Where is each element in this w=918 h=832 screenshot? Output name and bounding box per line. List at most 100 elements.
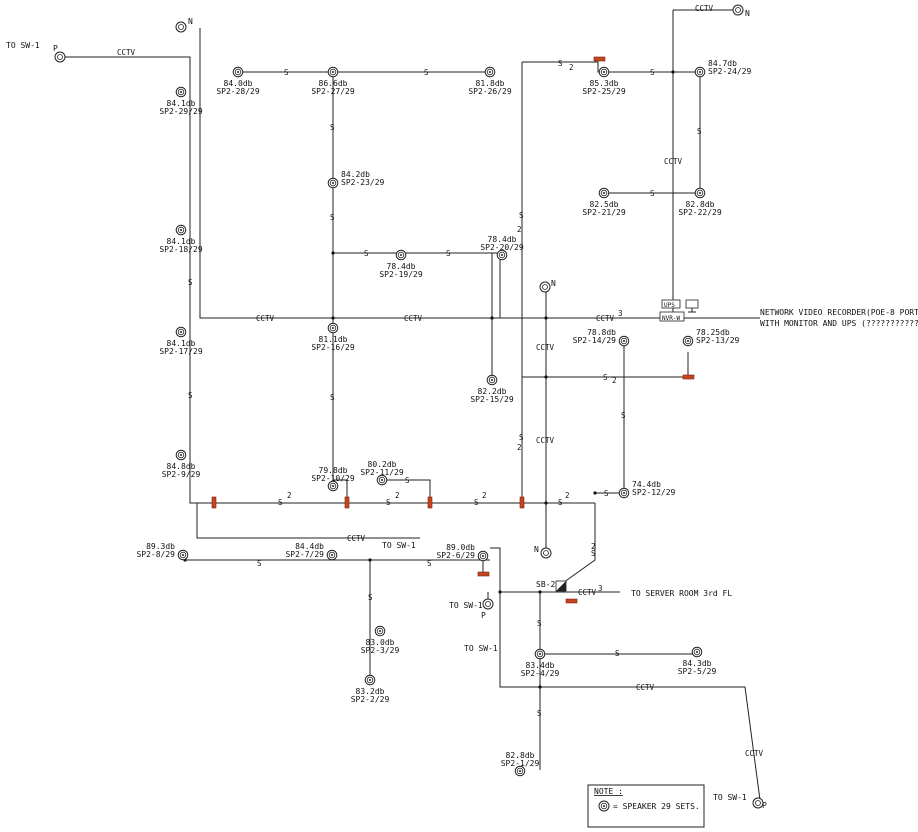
s-tag: S [474, 498, 479, 507]
speaker-db-label: 82.2db [478, 387, 507, 396]
sb2-box: SB-2 [536, 580, 567, 592]
speaker-db-label: 84.3db [683, 659, 712, 668]
speaker-db-label: 84.1db [167, 237, 196, 246]
camera-n-center: N [539, 279, 556, 293]
junction-box [682, 374, 695, 380]
speaker-db-label: 89.0db [446, 543, 475, 552]
speaker-db-label: 84.2db [341, 170, 370, 179]
note-text: = SPEAKER 29 SETS. [613, 802, 700, 811]
speaker-db-label: 74.4db [632, 480, 661, 489]
s-tag: S [330, 123, 335, 132]
speaker-tag-label: SP2-1/29 [501, 759, 540, 768]
ups-label: UPS [664, 302, 675, 309]
nvr-description-2: WITH MONITOR AND UPS (????????????????) [760, 319, 918, 328]
speaker-tag-label: SP2-20/29 [480, 243, 524, 252]
two-tag: 2 [569, 63, 574, 72]
s-tag: S [364, 249, 369, 258]
speaker-tag-label: SP2-26/29 [468, 87, 512, 96]
speaker-tag-label: SP2-7/29 [285, 550, 324, 559]
cctv-tag: CCTV [347, 534, 366, 543]
to-sw1-label: TO SW-1 [6, 41, 40, 50]
cctv-tag: CCTV [596, 314, 615, 323]
s-tag: S [591, 549, 596, 558]
cctv-tag: CCTV [578, 588, 597, 597]
camera-n-topright: N [732, 4, 750, 18]
cctv-tag: CCTV [636, 683, 655, 692]
speaker-tag-label: SP2-28/29 [216, 87, 260, 96]
wire-tags: CCTV CCTV CCTV CCTV CCTV CCTV CCTV CCTV … [117, 4, 764, 758]
wire-top-right [522, 61, 700, 73]
wire-cctv-bottom [499, 592, 761, 801]
speaker-db-label: 78.4db [488, 235, 517, 244]
speaker-tag-label: SP2-27/29 [311, 87, 355, 96]
s-tag: S [650, 68, 655, 77]
speaker-tag-label: SP2-12/29 [632, 488, 676, 497]
nvr-label: NVR-W [662, 315, 680, 322]
two-tag: 2 [591, 542, 596, 551]
speaker-tag-label: SP2-17/29 [159, 347, 203, 356]
wire-row-19 [333, 252, 501, 318]
speaker-db-label: 80.2db [368, 460, 397, 469]
wire-sb2-h [490, 547, 620, 593]
s-tag: S [330, 213, 335, 222]
cctv-tag: CCTV [536, 436, 555, 445]
s-tag: S [650, 189, 655, 198]
wire-cctv-lower [196, 503, 420, 539]
junction-box [519, 496, 525, 509]
s-tag: S [446, 249, 451, 258]
speaker-db-label: 83.2db [356, 687, 385, 696]
speaker-db-label: 84.1db [167, 339, 196, 348]
speaker-db-label: 84.1db [167, 99, 196, 108]
p-label: P [481, 611, 486, 620]
s-tag: S [405, 476, 410, 485]
wire-left-trunk [62, 56, 595, 504]
s-tag: S [697, 127, 702, 136]
sb2-label: SB-2 [536, 580, 555, 589]
s-tag: S [604, 489, 609, 498]
speaker-tag-label: SP2-21/29 [582, 208, 626, 217]
three-tag: 3 [598, 584, 603, 593]
s-tag: S [257, 559, 262, 568]
s-tag: S [537, 619, 542, 628]
speaker-db-label: 84.0db [224, 79, 253, 88]
three-tag: 3 [618, 309, 623, 318]
speakers: 82.8dbSP2-1/2983.2dbSP2-2/2983.0dbSP2-3/… [136, 59, 752, 777]
speaker-tag-label: SP2-4/29 [521, 669, 560, 678]
cctv-tag: CCTV [664, 157, 683, 166]
s-tag: S [427, 559, 432, 568]
speaker-db-label: 78.4db [387, 262, 416, 271]
two-tag: 2 [395, 491, 400, 500]
speaker-tag-label: SP2-25/29 [582, 87, 626, 96]
two-tag: 2 [517, 225, 522, 234]
two-tag: 2 [482, 491, 487, 500]
s-tag: S [558, 59, 563, 68]
cctv-tag: CCTV [536, 343, 555, 352]
junction-box [477, 571, 490, 577]
junction-box [565, 598, 578, 604]
camera-n-lower: N [534, 545, 552, 559]
s-tag: S [368, 593, 373, 602]
s-tag: S [519, 433, 524, 442]
n-label: N [745, 9, 750, 18]
camera-p-left: P [53, 44, 66, 63]
speaker-tag-label: SP2-11/29 [360, 468, 404, 477]
junction-box [211, 496, 217, 509]
speaker-db-label: 84.7db [708, 59, 737, 68]
speaker-db-label: 82.5db [590, 200, 619, 209]
p-label: P [53, 44, 58, 53]
